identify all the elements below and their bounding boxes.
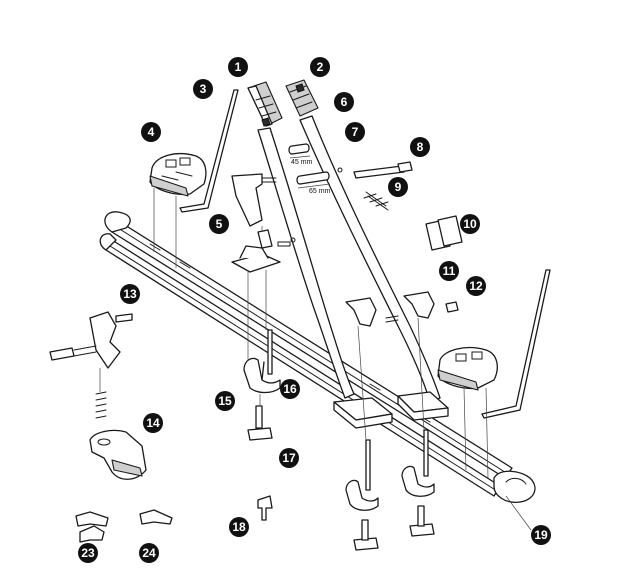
wheel-holder-right (437, 346, 498, 391)
part-13-lock-lever (49, 311, 133, 369)
svg-text:11: 11 (443, 264, 456, 278)
callout-2: 2 (310, 57, 330, 77)
part-1-frame-clamp (247, 81, 283, 127)
dimension-45mm: 45 mm (291, 159, 313, 166)
part-18-key (257, 495, 273, 521)
callout-10: 10 (460, 214, 480, 234)
arm-base-plate (333, 391, 449, 429)
part-12-pin (445, 301, 459, 313)
callout-13: 13 (120, 284, 140, 304)
part-3-strap-rod (179, 89, 239, 213)
callout-18: 18 (229, 517, 249, 537)
part-8-threaded-rod (353, 161, 413, 179)
callout-6: 6 (334, 92, 354, 112)
callout-7: 7 (345, 122, 365, 142)
svg-text:17: 17 (282, 451, 296, 465)
callout-8: 8 (410, 137, 430, 157)
svg-text:2: 2 (317, 60, 324, 74)
part-15-strap-clamp (243, 357, 281, 394)
callout-19: 19 (531, 525, 551, 545)
lower-strap-clamps (345, 429, 435, 551)
callout-16: 16 (280, 379, 300, 399)
svg-text:5: 5 (216, 217, 223, 231)
callout-23: 23 (78, 543, 98, 563)
svg-text:24: 24 (142, 546, 156, 560)
svg-text:10: 10 (463, 217, 477, 231)
callout-14: 14 (143, 413, 163, 433)
svg-text:4: 4 (148, 125, 155, 139)
part-6-spacer-45 (288, 143, 311, 159)
svg-text:9: 9 (395, 180, 402, 194)
part-17-t-bolt (247, 405, 273, 441)
callout-4: 4 (141, 122, 161, 142)
callout-1: 1 (228, 57, 248, 77)
svg-text:14: 14 (146, 416, 160, 430)
part-9-spring (363, 191, 389, 211)
part-7-spacer-65 (296, 171, 331, 189)
svg-text:19: 19 (534, 528, 548, 542)
svg-text:15: 15 (218, 394, 232, 408)
svg-text:23: 23 (81, 546, 95, 560)
assembly-guide-lines (99, 188, 489, 479)
callout-12: 12 (466, 276, 486, 296)
callout-9: 9 (388, 177, 408, 197)
callout-11: 11 (439, 261, 459, 281)
svg-text:13: 13 (123, 287, 137, 301)
callout-5: 5 (209, 214, 229, 234)
part-5-clamp-bracket (231, 173, 291, 273)
svg-text:3: 3 (200, 82, 207, 96)
part-24-key (139, 509, 173, 525)
svg-text:8: 8 (417, 140, 424, 154)
part-14-knob-housing (89, 391, 147, 480)
frame-holder-arm-left (257, 127, 355, 399)
part-16-long-bolt (267, 329, 273, 375)
part-23-keys (75, 511, 109, 543)
svg-text:18: 18 (232, 520, 246, 534)
svg-text:12: 12 (469, 279, 483, 293)
part-10-rubber-pads (425, 215, 463, 251)
dimension-labels: 45 mm 65 mm (291, 159, 331, 195)
callout-15: 15 (215, 391, 235, 411)
strap-rod-right (481, 269, 551, 419)
callout-24: 24 (139, 543, 159, 563)
part-2-frame-clamp (285, 79, 319, 117)
frame-holder-arm-right (299, 115, 441, 403)
callout-17: 17 (279, 448, 299, 468)
svg-text:6: 6 (341, 95, 348, 109)
part-4-wheel-holder (149, 153, 207, 197)
leader-19 (505, 495, 532, 531)
svg-text:1: 1 (235, 60, 242, 74)
svg-text:7: 7 (352, 125, 359, 139)
part-11-bracket (345, 291, 435, 327)
svg-text:16: 16 (283, 382, 297, 396)
dimension-65mm: 65 mm (309, 188, 331, 195)
callout-3: 3 (193, 79, 213, 99)
